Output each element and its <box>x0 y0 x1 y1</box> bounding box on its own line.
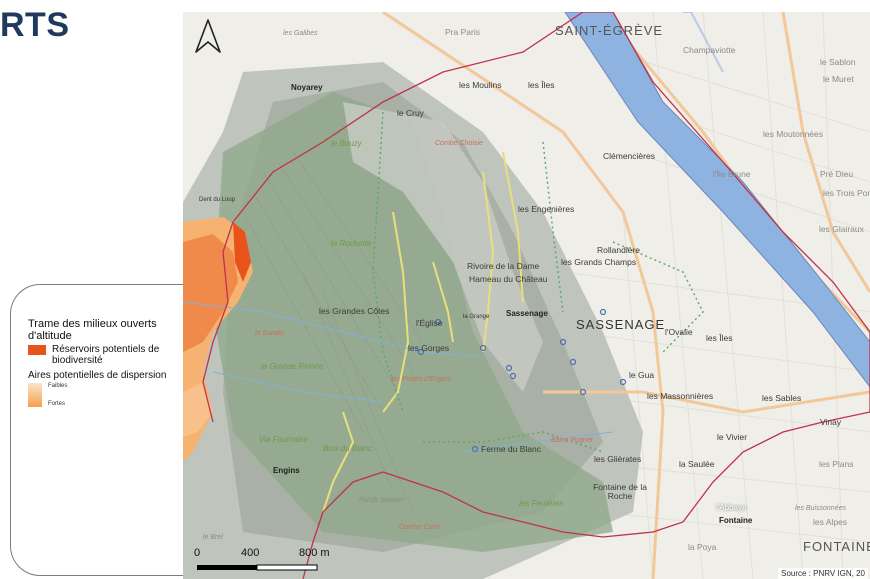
place-label: Noyarey <box>291 83 323 92</box>
place-label: Pra Paris <box>445 27 480 37</box>
legend-frame <box>10 284 201 576</box>
place-label: Clémencières <box>603 151 655 161</box>
place-label: la Saulée <box>679 459 715 469</box>
legend-item-dispersion: Faibles Fortes <box>28 383 188 407</box>
place-label: Vinay <box>820 417 842 427</box>
place-label: les Trois Pont <box>823 188 870 198</box>
place-label: l'Église <box>416 318 443 328</box>
place-label: la Rochette <box>331 239 372 248</box>
place-label: Fontaine de la Roche <box>593 482 647 501</box>
place-label: Champaviotte <box>683 45 736 55</box>
place-label: les Buissonnées <box>795 505 846 512</box>
place-label: le Sablon <box>820 57 856 67</box>
place-label: l'Île Brune <box>713 169 751 179</box>
legend: Trame des milieux ouverts d'altitude Rés… <box>28 318 188 407</box>
scale-label-end: 800 m <box>299 547 330 559</box>
place-label: la Soralle <box>255 330 285 337</box>
map[interactable]: SAINT-ÉGRÈVE Noyarey Pra Paris les Galib… <box>183 12 870 579</box>
place-label: les Sables <box>762 393 802 403</box>
place-label: les Alpes <box>813 517 848 527</box>
place-label: les Plans <box>819 459 854 469</box>
place-label: Combe Choisie <box>435 140 483 147</box>
place-label: le Bouzy <box>331 139 362 148</box>
place-label: la Grande Rivoire <box>261 362 324 371</box>
legend-title: Trame des milieux ouverts d'altitude <box>28 318 157 342</box>
scale-label-mid: 400 <box>241 547 260 559</box>
place-label: le Vivier <box>717 432 748 442</box>
place-label: Rollandière <box>597 245 640 255</box>
place-label: Ferme du Blanc <box>481 444 541 454</box>
place-label: les Moulins <box>459 80 502 90</box>
place-label: SAINT-ÉGRÈVE <box>555 23 664 38</box>
reservoir-swatch <box>28 345 46 355</box>
place-label: les Grands Champs <box>561 257 637 267</box>
place-label: SASSENAGE <box>576 317 666 332</box>
place-label: Bois du Blanc <box>323 444 372 453</box>
place-label: les Glièrates <box>594 454 642 464</box>
legend-item-reservoir: Réservoirs potentiels de biodiversité <box>28 344 188 366</box>
place-label: les Îles <box>706 333 733 343</box>
place-label: le Cruy <box>397 108 424 118</box>
place-label: Via Fournaise <box>259 435 309 444</box>
place-label: Bains Pugnet <box>551 437 593 444</box>
place-label: les Îles <box>528 80 555 90</box>
place-label: Hameau du Château <box>469 274 548 284</box>
place-label: les Engenières <box>518 204 575 214</box>
map-canvas <box>183 12 870 579</box>
place-label: Sassenage <box>506 309 548 318</box>
place-label: FONTAINE <box>803 539 870 554</box>
place-label: les Galibes <box>283 30 318 37</box>
dispersion-title: Aires potentielles de dispersion <box>28 370 167 381</box>
dispersion-gradient <box>28 383 42 407</box>
place-label: le Brel <box>203 534 223 541</box>
dispersion-low-label: Faibles <box>48 383 68 389</box>
place-label: le Gua <box>629 370 655 380</box>
place-label: Combe Curte <box>399 524 441 531</box>
place-label: les Portes d'Engins <box>391 376 451 383</box>
place-label: les Gorges <box>408 343 450 353</box>
north-arrow-icon <box>195 19 221 53</box>
place-label: la Grange <box>463 314 490 320</box>
place-label: les Massonnières <box>647 391 714 401</box>
place-label: Rivoire de la Dame <box>467 261 540 271</box>
place-label: Dent du Loup <box>199 197 236 203</box>
place-label: le Muret <box>823 74 854 84</box>
page-title: RTS <box>0 6 70 44</box>
reservoir-label: Réservoirs potentiels de biodiversité <box>52 344 160 366</box>
place-label: les Moutonnées <box>763 129 824 139</box>
place-label: Fontaine <box>719 516 753 525</box>
place-label: les Glairaux <box>819 224 864 234</box>
place-label: l'Ovalie <box>665 327 693 337</box>
place-label: Engins <box>273 466 300 475</box>
scale-label-zero: 0 <box>194 547 201 559</box>
place-label: les Grandes Côtes <box>319 306 390 316</box>
dispersion-high-label: Fortes <box>48 401 66 407</box>
place-label: Pré Dieu <box>820 169 854 179</box>
place-label: la Poya <box>688 542 717 552</box>
source-credit: Source : PNRV IGN, 20 <box>778 568 868 579</box>
place-label: Fonds Bonnier <box>359 497 405 504</box>
place-label: les Ferrières <box>519 499 564 508</box>
place-label: l'Abbaye <box>716 503 747 512</box>
